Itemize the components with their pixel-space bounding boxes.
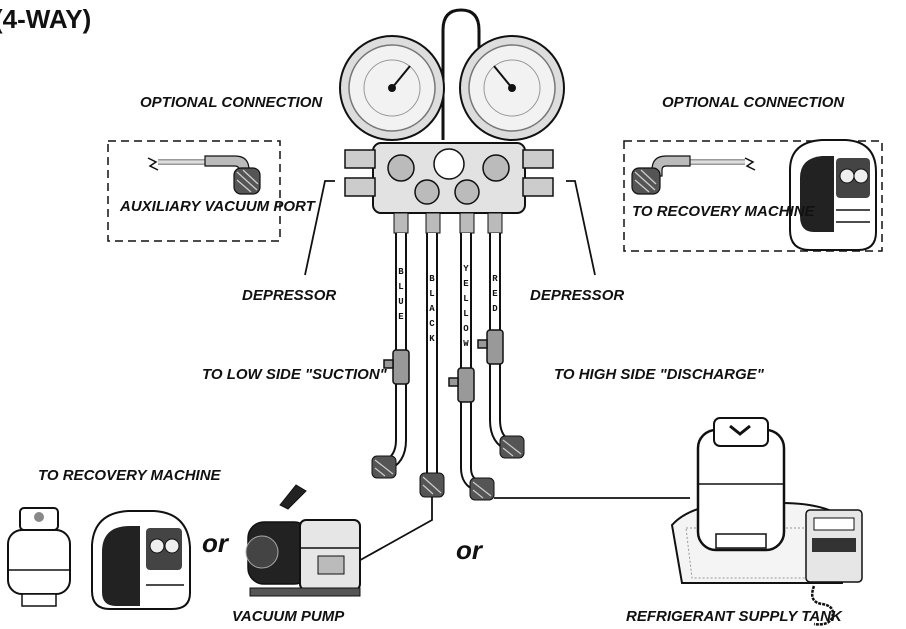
to-low-side-label: TO LOW SIDE "SUCTION" <box>202 366 332 383</box>
or-label-1: or <box>202 528 228 559</box>
to-recovery-machine-label-right: TO RECOVERY MACHINE <box>632 203 777 220</box>
refrigerant-supply-tank-label: REFRIGERANT SUPPLY TANK <box>626 608 842 625</box>
auxiliary-vacuum-port-label: AUXILIARY VACUUM PORT <box>120 198 275 215</box>
recovery-machine-icon-left <box>92 511 190 609</box>
hose-label-blue: BLUE <box>396 265 406 325</box>
manifold-gauge-set-icon <box>340 10 564 233</box>
to-high-side-label: TO HIGH SIDE "DISCHARGE" <box>554 366 694 383</box>
depressor-label-right: DEPRESSOR <box>530 287 624 304</box>
hose-label-black: BLACK <box>427 272 437 347</box>
recovery-machine-icon-right <box>790 140 876 250</box>
recovery-fitting-icon <box>632 156 755 194</box>
hose-label-yellow: YELLOW <box>461 262 471 352</box>
optional-connection-label-left: OPTIONAL CONNECTION <box>140 94 250 111</box>
hose-label-red: RED <box>490 272 500 317</box>
aux-fitting-icon <box>148 156 260 194</box>
optional-connection-label-right: OPTIONAL CONNECTION <box>662 94 772 111</box>
or-label-2: or <box>456 535 482 566</box>
vacuum-pump-label: VACUUM PUMP <box>232 608 344 625</box>
refrigerant-cylinder-icon-left <box>8 508 70 606</box>
to-recovery-machine-label-left: TO RECOVERY MACHINE <box>38 467 188 484</box>
depressor-label-left: DEPRESSOR <box>242 287 336 304</box>
vacuum-pump-icon <box>246 485 360 596</box>
